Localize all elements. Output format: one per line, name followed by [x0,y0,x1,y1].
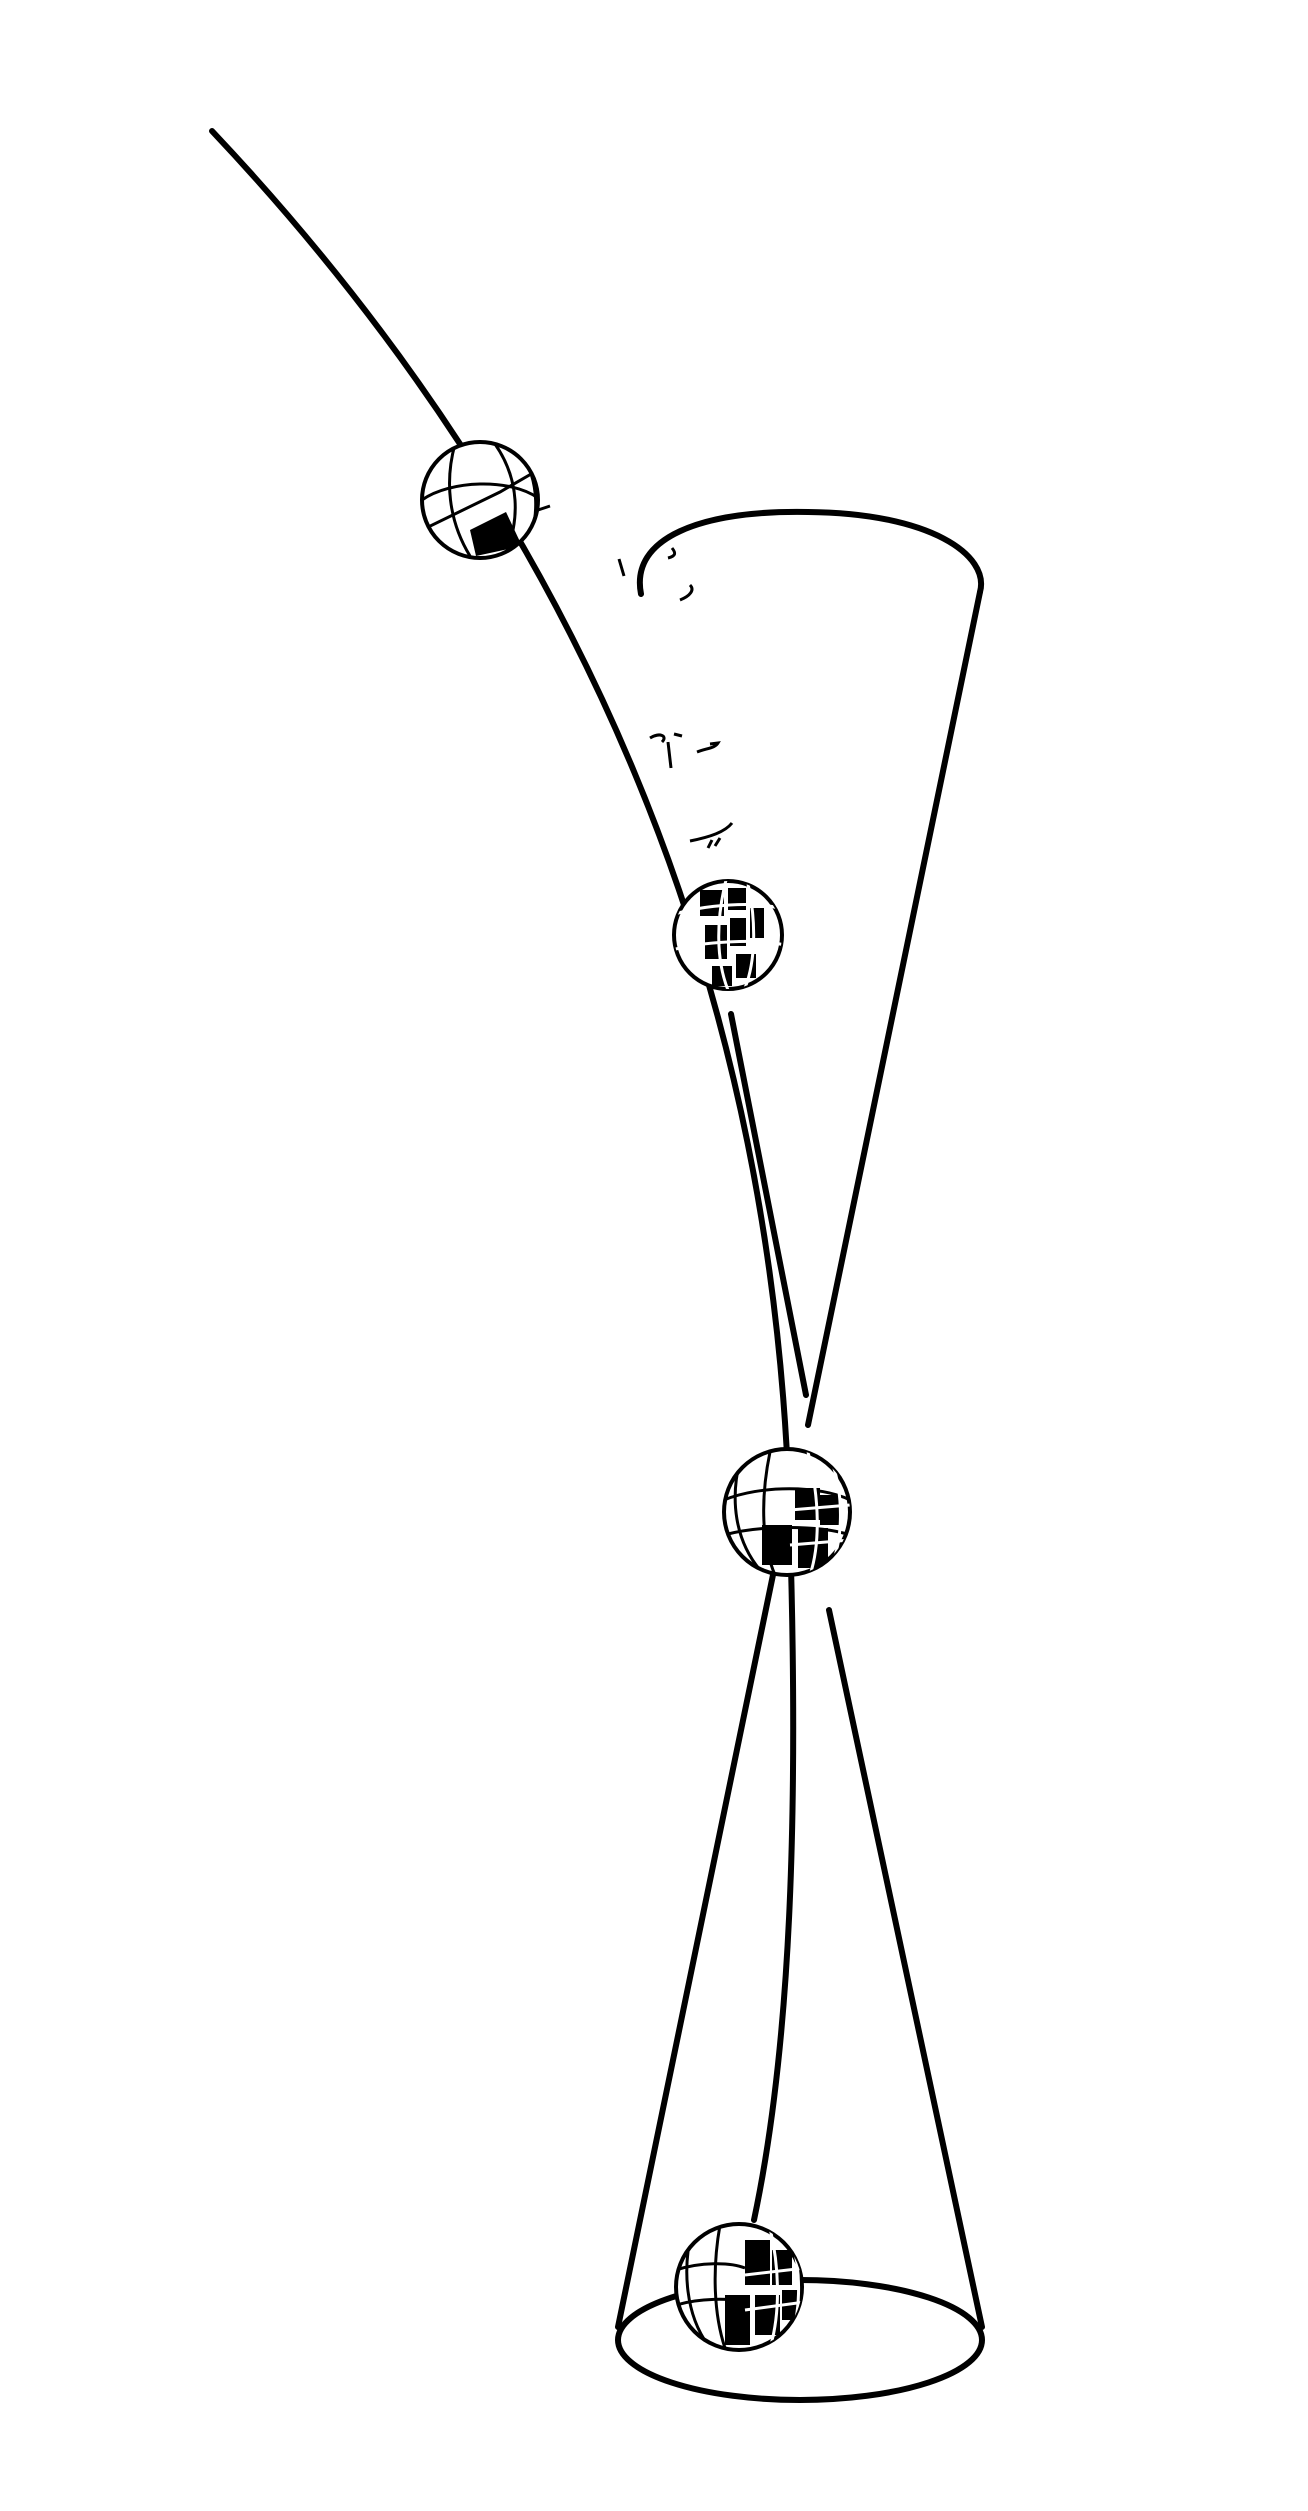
upper-cone-rim [636,508,985,597]
upper-cone-right-side [805,589,983,1428]
straight-worldline [728,1011,809,1398]
stroke-fragments [617,547,734,849]
globe-icon [420,440,551,560]
lower-cone-left-side [615,1567,777,2330]
globe-icon [674,2222,804,2352]
globe-icon [722,1447,852,1577]
globe-icon [672,879,784,991]
lower-cone-right-side [826,1607,985,2330]
